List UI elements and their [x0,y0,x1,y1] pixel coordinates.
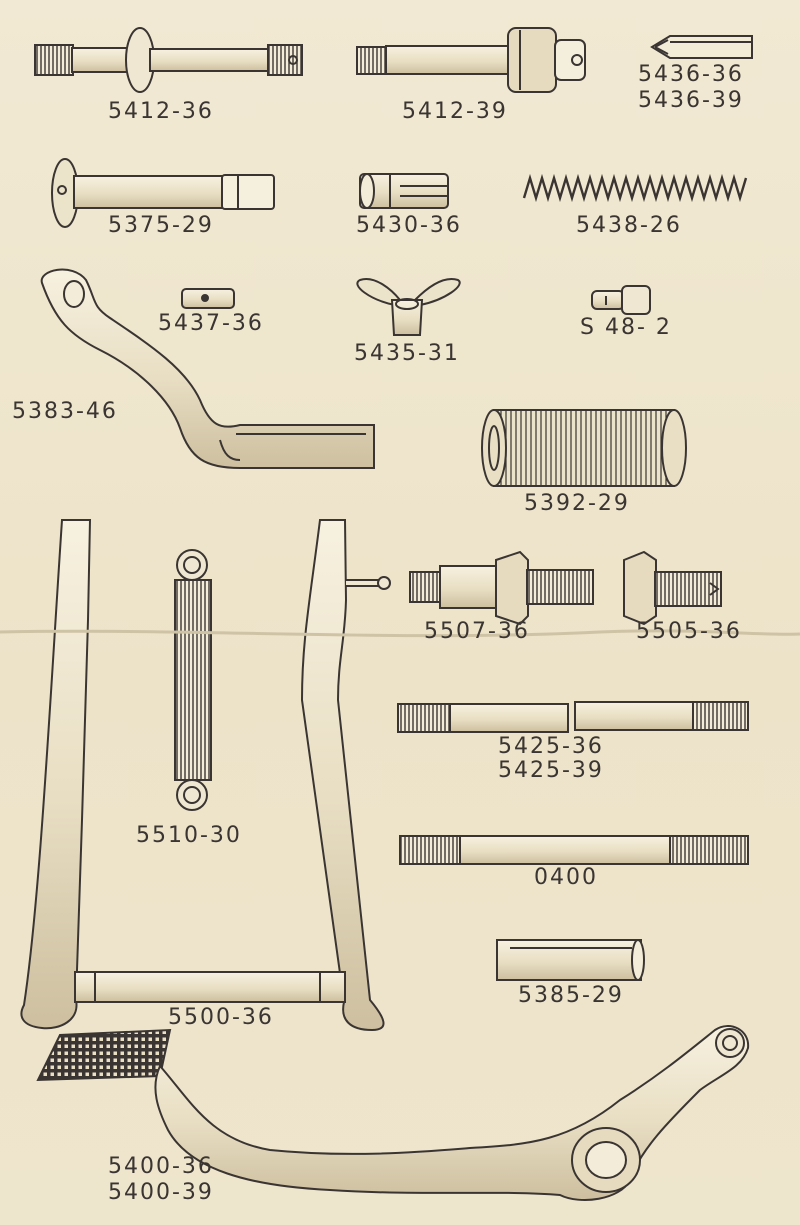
part-5375-29-illustration [51,158,275,228]
part-number-5510-30: 5510-30 [136,823,242,848]
part-5430-36-illustration [359,173,449,209]
part-number-5438-26: 5438-26 [576,213,682,238]
part-number-5392-29: 5392-29 [524,491,630,516]
part-0400-illustration [399,835,749,865]
part-5435-31-illustration [356,278,461,336]
part-number-5412-39: 5412-39 [402,99,508,124]
part-number-5437-36: 5437-36 [158,311,264,336]
part-5425-illustration [397,701,749,733]
part-5438-26-illustration [522,173,748,203]
part-number-5383-46: 5383-46 [12,399,118,424]
part-5400-illustration [36,1025,750,1201]
part-number-5425-39: 5425-39 [498,758,604,783]
part-number-5400-39: 5400-39 [108,1180,214,1205]
part-5436-illustration [650,35,753,59]
part-number-5400-36: 5400-36 [108,1154,214,1179]
part-number-0400: 0400 [534,865,598,890]
paper-fold-line [0,629,800,638]
part-5510-30-illustration [174,549,212,811]
part-5500-36-illustration [20,519,391,1032]
part-5505-36-illustration [623,550,722,626]
part-number-5507-36: 5507-36 [424,619,530,644]
part-number-5385-29: 5385-29 [518,983,624,1008]
part-5412-36-illustration [34,27,303,93]
part-5507-36-illustration [409,550,594,626]
part-number-5435-31: 5435-31 [354,341,460,366]
part-number-5425-36: 5425-36 [498,734,604,759]
part-5385-29-illustration [496,939,645,981]
part-number-548-2: S 48- 2 [580,315,672,340]
part-5392-29-illustration [481,409,687,487]
part-5383-46-illustration [40,268,375,469]
part-number-5500-36: 5500-36 [168,1005,274,1030]
part-number-5430-36: 5430-36 [356,213,462,238]
part-548-2-illustration [591,285,651,315]
part-number-5375-29: 5375-29 [108,213,214,238]
part-number-5436-36: 5436-36 [638,62,744,87]
part-number-5412-36: 5412-36 [108,99,214,124]
part-5412-39-illustration [356,27,586,93]
part-number-5505-36: 5505-36 [636,619,742,644]
part-number-5436-39: 5436-39 [638,88,744,113]
part-5437-36-illustration [181,288,235,309]
